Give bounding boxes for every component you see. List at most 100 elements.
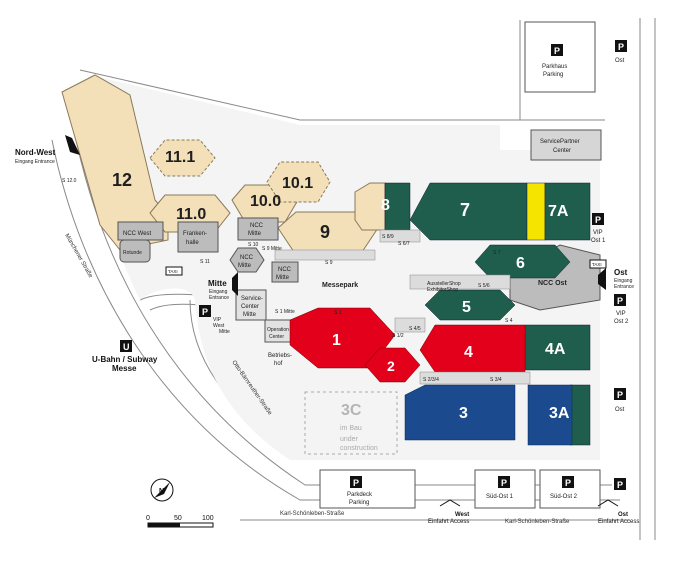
parkdeck-box	[319, 469, 416, 509]
parking-icon-p: P	[565, 478, 571, 488]
passage-s12b: S 1/2	[392, 333, 404, 339]
parkhaus-label-2: Parking	[543, 72, 563, 78]
parking-vip-ost-1[interactable]: P VIP Ost 1	[591, 213, 606, 244]
entrance-ost[interactable]: Ost Eingang Entrance	[598, 268, 634, 290]
sued-ost-2-box	[539, 469, 601, 509]
frankenhalle-label-1: Franken-	[183, 231, 207, 237]
hall-5-number: 5	[462, 299, 471, 316]
parking-vip-mitte[interactable]: P VIP West Mitte	[199, 305, 230, 335]
taxi-signs: TAXI TAXI	[165, 259, 607, 276]
ubahn-label-2: Messe	[112, 364, 137, 373]
taxi-icon-ost	[589, 259, 607, 269]
ncc-mitte-c[interactable]	[271, 261, 299, 283]
ncc-mitte-c-label-1: NCC	[278, 267, 292, 273]
halls-green	[384, 182, 591, 446]
passage-s4: S 4	[505, 318, 513, 324]
passage-s7: S 7	[493, 250, 501, 256]
scale-50: 50	[174, 515, 182, 522]
vip-ost-2-label-1: VIP	[616, 311, 626, 317]
parkhaus-parking[interactable]: P Parkhaus Parking	[542, 44, 567, 78]
frankenhalle[interactable]	[177, 221, 219, 253]
entrance-nord-west[interactable]: Nord-West Eingang Entrance	[15, 135, 80, 165]
hall-10-1-number: 10.1	[282, 175, 313, 192]
frankenhalle-label-2: halle	[186, 240, 199, 246]
passage-s89: S 8/9	[382, 234, 394, 240]
parking-ost-right[interactable]: P Ost	[614, 388, 626, 413]
hall-7a[interactable]	[544, 182, 591, 241]
sued-ost-1-box	[474, 469, 536, 509]
betriebshof-label-2: hof	[274, 361, 283, 367]
hall-4-number: 4	[464, 344, 473, 361]
passage-s11: S 11	[200, 259, 210, 265]
hall-4a-number: 4A	[545, 341, 566, 358]
parkhaus-label-1: Parkhaus	[542, 64, 567, 70]
passage-s1: S 1	[334, 310, 342, 316]
ncc-mitte-b-label-1: NCC	[240, 255, 254, 261]
ost-sub-1: Eingang	[614, 278, 633, 284]
hall-7-number: 7	[460, 200, 470, 220]
scale-bar: 0 50 100	[146, 515, 214, 528]
entrance-nord-west-marker	[65, 135, 80, 155]
hall-3a-number: 3A	[549, 405, 570, 422]
passage-s10: S 10	[248, 242, 259, 248]
mitte-sub-2: Entrance	[209, 295, 229, 301]
parkdeck-parking[interactable]: P Parkdeck Parking	[347, 476, 373, 506]
sued-ost-1-label: Süd-Ost 1	[486, 494, 514, 500]
hall-11-0-number: 11.0	[176, 206, 206, 223]
operation-center-label-2: Center	[269, 334, 284, 340]
entrance-mitte[interactable]: Mitte Eingang Entrance	[208, 272, 238, 301]
hall-12-number: 12	[112, 170, 132, 190]
ncc-mitte-a-label-1: NCC	[250, 223, 264, 229]
ost-sub-2: Entrance	[614, 284, 634, 290]
ubahn-station[interactable]: U U-Bahn / Subway Messe	[92, 340, 158, 373]
access-ost-label-1: Ost	[618, 512, 628, 518]
scale-bar-fill	[148, 523, 180, 527]
hall-10-0-number: 10.0	[250, 193, 281, 210]
hall-10-1[interactable]	[266, 161, 331, 203]
access-ost: Ost Einfahrt Access	[597, 499, 639, 525]
hall-4a[interactable]	[524, 324, 591, 371]
hall-2-number: 2	[387, 358, 395, 374]
hall-numbers: 12 11.1 11.0 10.0 10.1 9 8 7 7A 6 5 4 4A…	[112, 149, 570, 422]
parking-vip-ost-2[interactable]: P VIP Ost 2	[614, 294, 629, 325]
hall-3a[interactable]	[527, 384, 573, 446]
hall-3-number: 3	[459, 405, 468, 422]
passage-s67: S 6/7	[398, 241, 410, 247]
service-center-label-3: Mitte	[243, 312, 257, 318]
parking-sued-ost-1[interactable]: P Süd-Ost 1	[486, 476, 514, 500]
ncc-mitte-a-label-2: Mitte	[248, 231, 262, 237]
ncc-ost-label: NCC Ost	[538, 280, 567, 287]
parking-ost-top[interactable]: P Ost	[615, 40, 627, 64]
access-west-label-2: Einfahrt Access	[428, 519, 469, 525]
messepark-label: Messepark	[322, 282, 358, 289]
rotunde[interactable]	[119, 239, 151, 263]
access-ost-label-2: Einfahrt Access	[598, 519, 639, 525]
street-karl-west: Karl-Schönleben-Straße	[280, 511, 345, 517]
passage-s12: S 12.0	[62, 178, 77, 184]
hall-3[interactable]	[404, 384, 516, 441]
passage-labels: S 12.0 S 11 S 10 S 9 Mitte S 9 S 8/9 S 6…	[62, 178, 513, 383]
ncc-mitte-a[interactable]	[237, 217, 279, 241]
hall-11-1[interactable]	[149, 139, 216, 177]
hall-4[interactable]	[419, 324, 526, 373]
parking-icon-p: P	[554, 46, 560, 56]
ncc-mitte-c-label-2: Mitte	[276, 275, 290, 281]
passage-s9-mitte: S 9 Mitte	[262, 246, 282, 252]
vip-mitte-label-1: VIP	[213, 317, 222, 323]
ubahn-icon-u: U	[123, 342, 130, 352]
hall-2[interactable]	[364, 347, 421, 383]
service-center-label-1: Service-	[241, 296, 263, 302]
rotunde-label: Rotunde	[123, 250, 142, 256]
nord-west-label: Nord-West	[15, 148, 56, 157]
parking-sued-ost-2[interactable]: P Süd-Ost 2	[550, 476, 578, 500]
access-west-label-1: West	[455, 512, 469, 518]
hall-5[interactable]	[424, 289, 516, 321]
passage-s9: S 9	[325, 260, 333, 266]
service-center-mitte[interactable]	[235, 289, 267, 321]
operation-center-label-1: Operation	[267, 327, 289, 333]
parking-ost-access[interactable]: P	[614, 478, 626, 490]
parkhaus	[524, 21, 596, 93]
entrance-ost-marker	[598, 268, 606, 290]
